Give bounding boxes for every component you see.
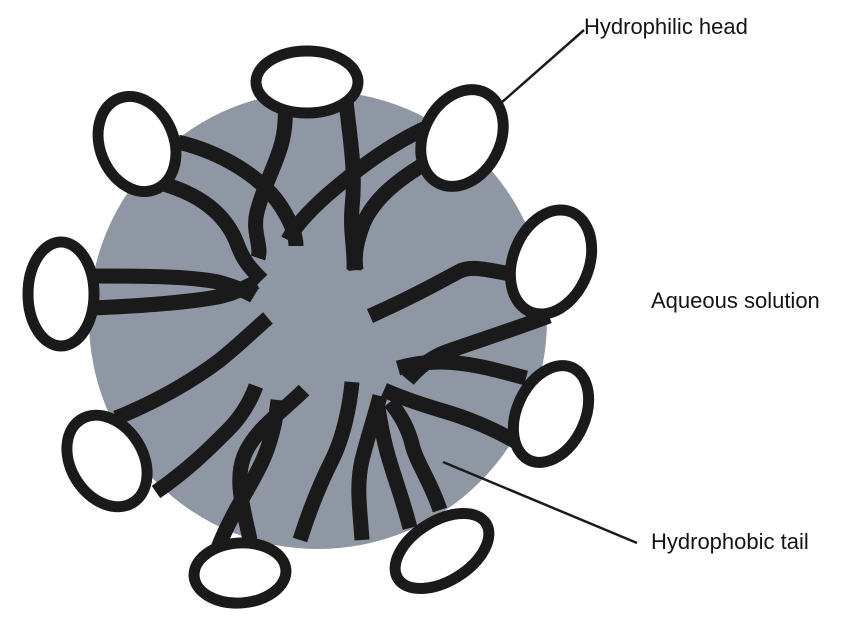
- hydrophilic-head-label: Hydrophilic head: [584, 16, 748, 38]
- aqueous-solution-label: Aqueous solution: [651, 290, 820, 312]
- hydrophilic-head: [192, 540, 288, 606]
- hydrophobic-tail-label: Hydrophobic tail: [651, 531, 809, 553]
- hydrophilic-head: [28, 242, 94, 346]
- hydrophilic-head: [256, 51, 358, 113]
